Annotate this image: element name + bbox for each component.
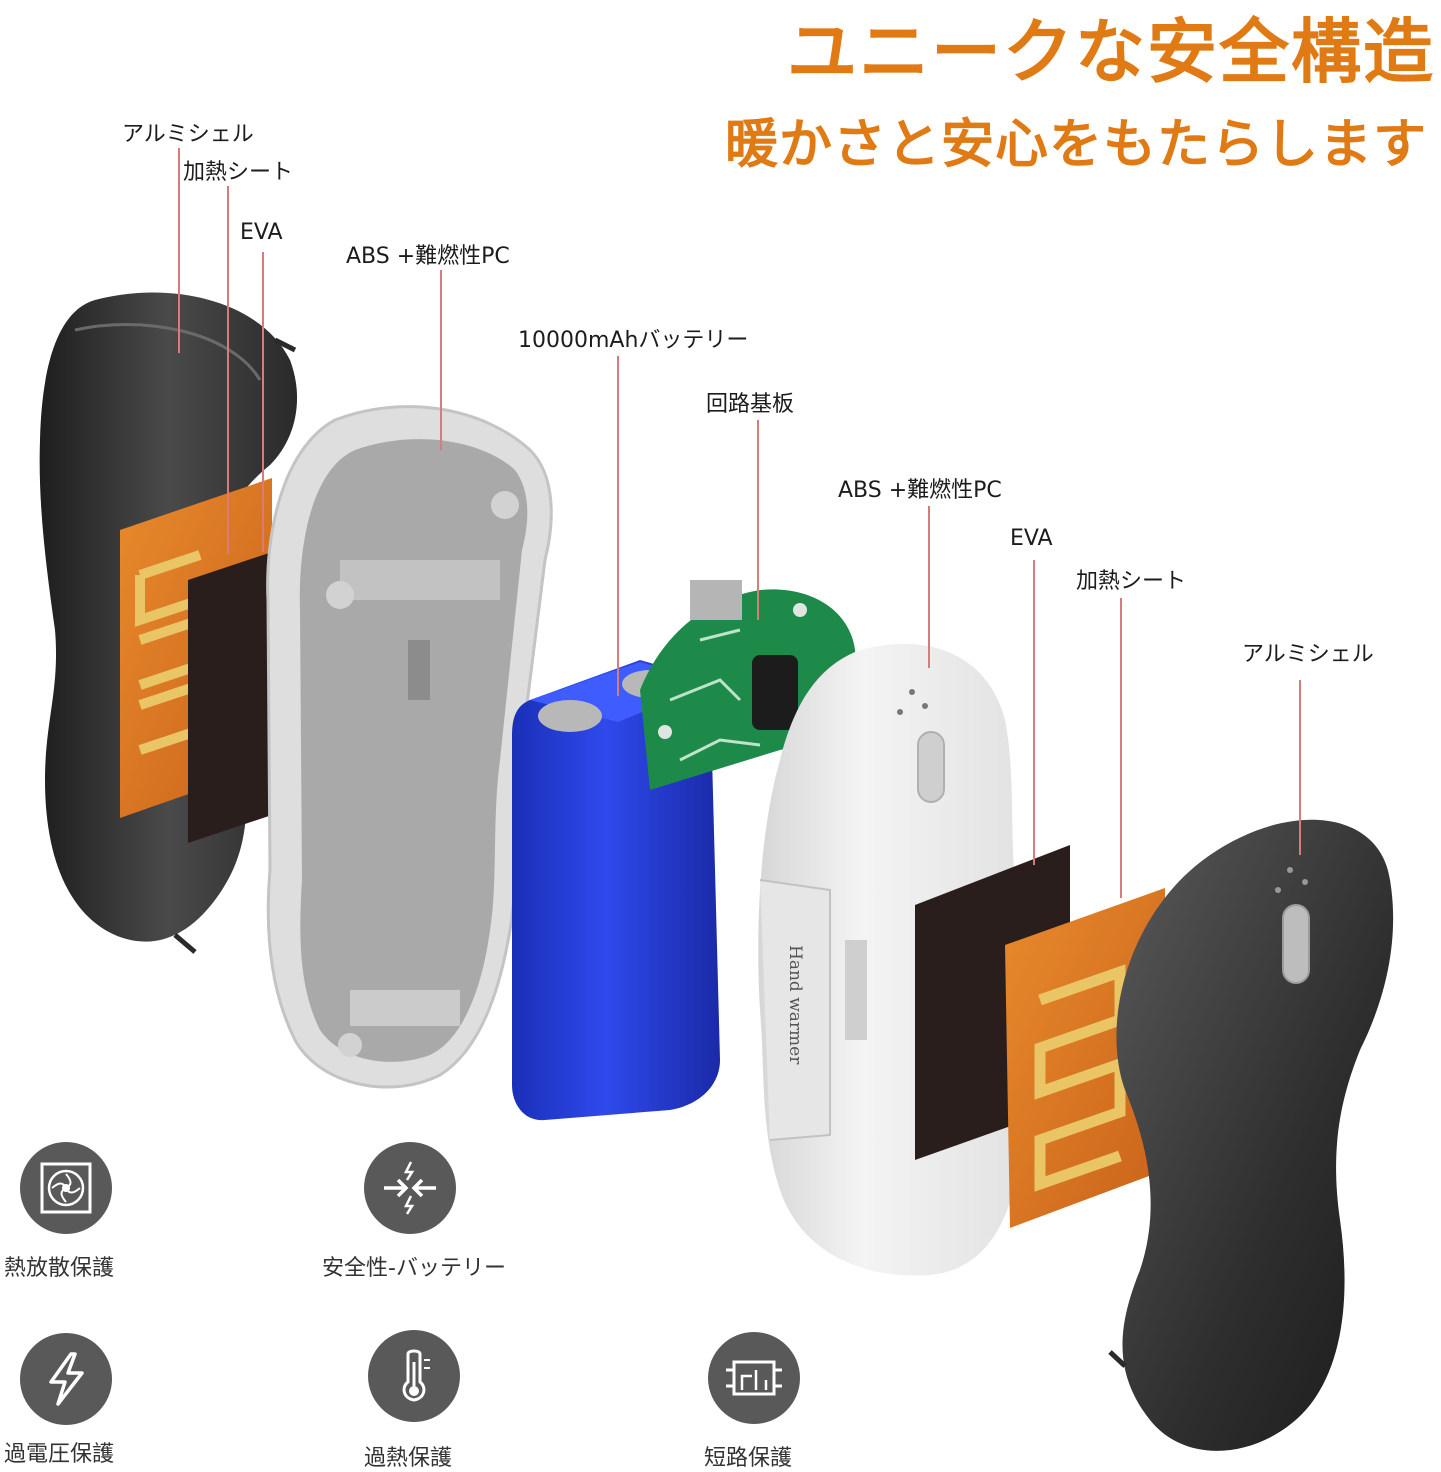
feature-label-overheat: 過熱保護 — [364, 1440, 452, 1472]
thermometer-icon — [368, 1330, 460, 1422]
label-battery: 10000mAhバッテリー — [518, 322, 748, 354]
feature-label-short-circuit: 短路保護 — [704, 1440, 792, 1472]
battery-safety-icon — [364, 1142, 456, 1234]
left-inner-frame — [268, 407, 552, 1087]
left-eva-pad — [188, 552, 272, 843]
feature-label-battery-safety: 安全性-バッテリー — [322, 1250, 506, 1282]
leader-line-left-eva — [262, 252, 264, 552]
leader-line-circuit — [757, 420, 759, 620]
leader-line-left-heating — [227, 186, 229, 554]
leader-line-right-heating — [1120, 598, 1122, 898]
leader-line-right-aluminum — [1299, 680, 1301, 855]
leader-line-right-eva — [1033, 560, 1035, 865]
label-right-heating-sheet: 加熱シート — [1076, 563, 1186, 595]
feature-label-overvoltage: 過電圧保護 — [4, 1436, 114, 1468]
leader-line-right-abs — [928, 506, 930, 668]
label-right-eva: EVA — [1010, 526, 1053, 551]
leader-line-battery — [617, 356, 619, 696]
leader-line-left-abs — [440, 270, 442, 450]
leader-line-left-aluminum — [178, 148, 180, 353]
fan-icon — [20, 1142, 112, 1234]
feature-label-heat-dissipation: 熱放散保護 — [4, 1250, 114, 1282]
label-left-eva: EVA — [240, 220, 283, 245]
label-right-aluminum-shell: アルミシェル — [1242, 636, 1374, 668]
label-left-aluminum-shell: アルミシェル — [122, 116, 254, 148]
product-print-text: Hand warmer — [785, 945, 805, 1065]
label-left-abs-pc: ABS +難燃性PC — [346, 238, 510, 270]
lightning-icon — [20, 1333, 112, 1425]
circuit-chip-icon — [708, 1332, 800, 1424]
label-circuit-board: 回路基板 — [706, 386, 794, 418]
label-right-abs-pc: ABS +難燃性PC — [838, 472, 1002, 504]
label-left-heating-sheet: 加熱シート — [183, 154, 293, 186]
